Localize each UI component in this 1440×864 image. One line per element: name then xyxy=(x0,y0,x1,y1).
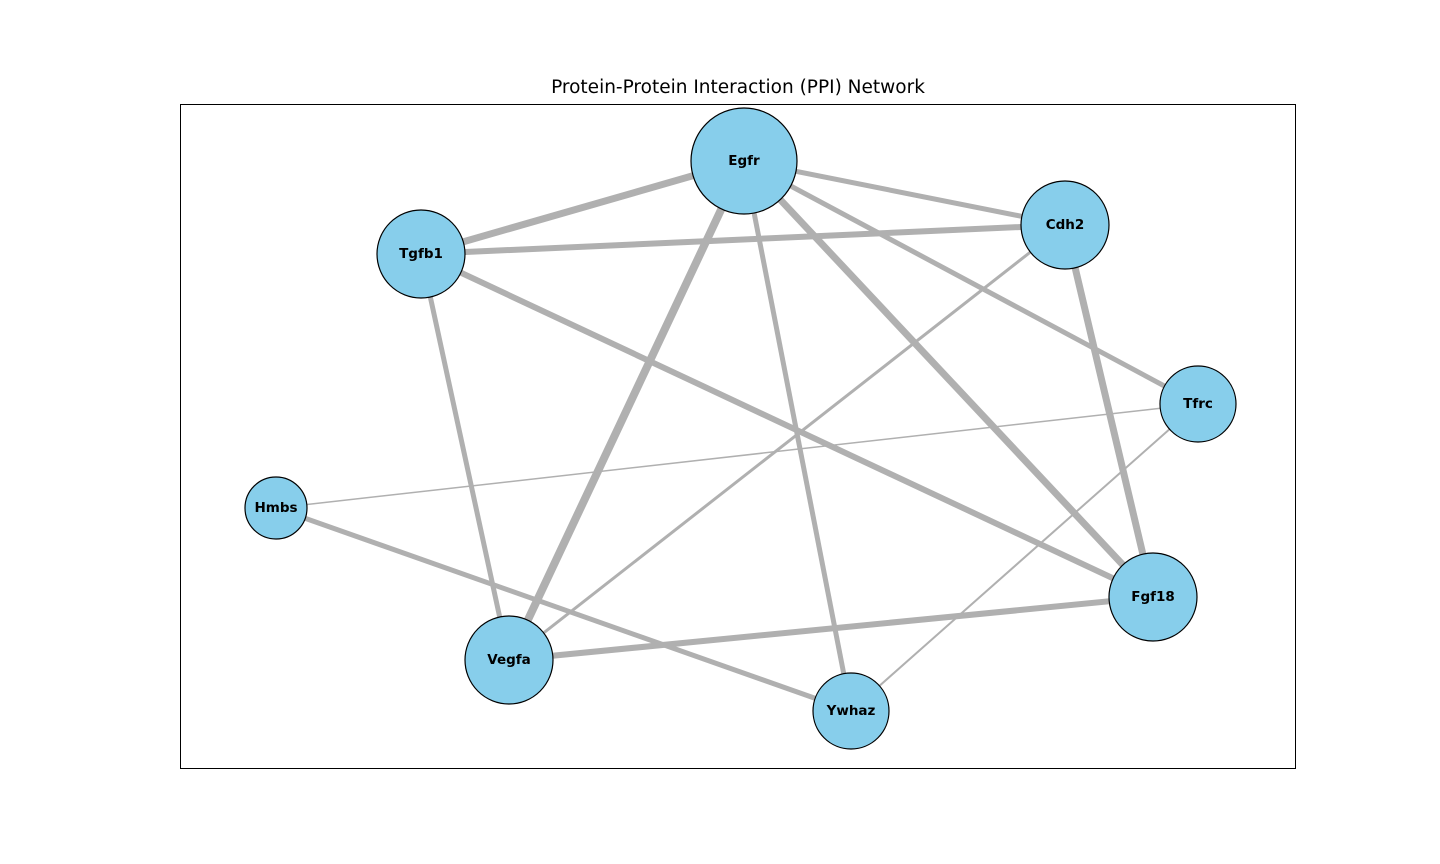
node-label-vegfa: Vegfa xyxy=(487,652,531,668)
node-hmbs: Hmbs xyxy=(244,476,308,540)
node-label-egfr: Egfr xyxy=(728,153,760,169)
node-circle-vegfa xyxy=(464,615,554,705)
edge-egfr-cdh2 xyxy=(743,158,1066,228)
node-circle-ywhaz xyxy=(812,672,890,750)
node-label-tfrc: Tfrc xyxy=(1183,396,1213,412)
edge-tfrc-ywhaz xyxy=(850,403,1199,712)
node-circle-egfr xyxy=(690,107,798,215)
node-tfrc: Tfrc xyxy=(1159,365,1237,443)
edge-tgfb1-cdh2 xyxy=(420,222,1066,257)
node-fgf18: Fgf18 xyxy=(1108,552,1198,642)
edge-vegfa-fgf18 xyxy=(508,594,1154,663)
node-label-tgfb1: Tgfb1 xyxy=(399,246,443,262)
node-label-cdh2: Cdh2 xyxy=(1046,217,1085,233)
edge-hmbs-ywhaz xyxy=(275,505,852,714)
edge-layer xyxy=(275,157,1200,714)
node-vegfa: Vegfa xyxy=(464,615,554,705)
node-circle-tfrc xyxy=(1159,365,1237,443)
node-egfr: Egfr xyxy=(690,107,798,215)
edge-egfr-vegfa xyxy=(505,159,748,662)
node-circle-hmbs xyxy=(244,476,308,540)
node-label-hmbs: Hmbs xyxy=(254,500,297,516)
plot-frame xyxy=(180,104,1296,769)
edge-tfrc-hmbs xyxy=(275,403,1199,509)
node-cdh2: Cdh2 xyxy=(1020,180,1110,270)
edge-cdh2-vegfa xyxy=(508,223,1066,662)
edge-tgfb1-fgf18 xyxy=(419,251,1155,600)
edge-tgfb1-vegfa xyxy=(418,253,512,661)
edge-egfr-tfrc xyxy=(742,158,1200,407)
node-label-fgf18: Fgf18 xyxy=(1131,589,1175,605)
node-circle-fgf18 xyxy=(1108,552,1198,642)
edge-cdh2-fgf18 xyxy=(1061,224,1157,598)
node-label-ywhaz: Ywhaz xyxy=(826,703,876,719)
node-circle-cdh2 xyxy=(1020,180,1110,270)
edge-egfr-tgfb1 xyxy=(420,157,745,258)
node-ywhaz: Ywhaz xyxy=(812,672,890,750)
diagram-title: Protein-Protein Interaction (PPI) Networ… xyxy=(551,77,925,98)
node-circle-tgfb1 xyxy=(376,209,466,299)
node-tgfb1: Tgfb1 xyxy=(376,209,466,299)
